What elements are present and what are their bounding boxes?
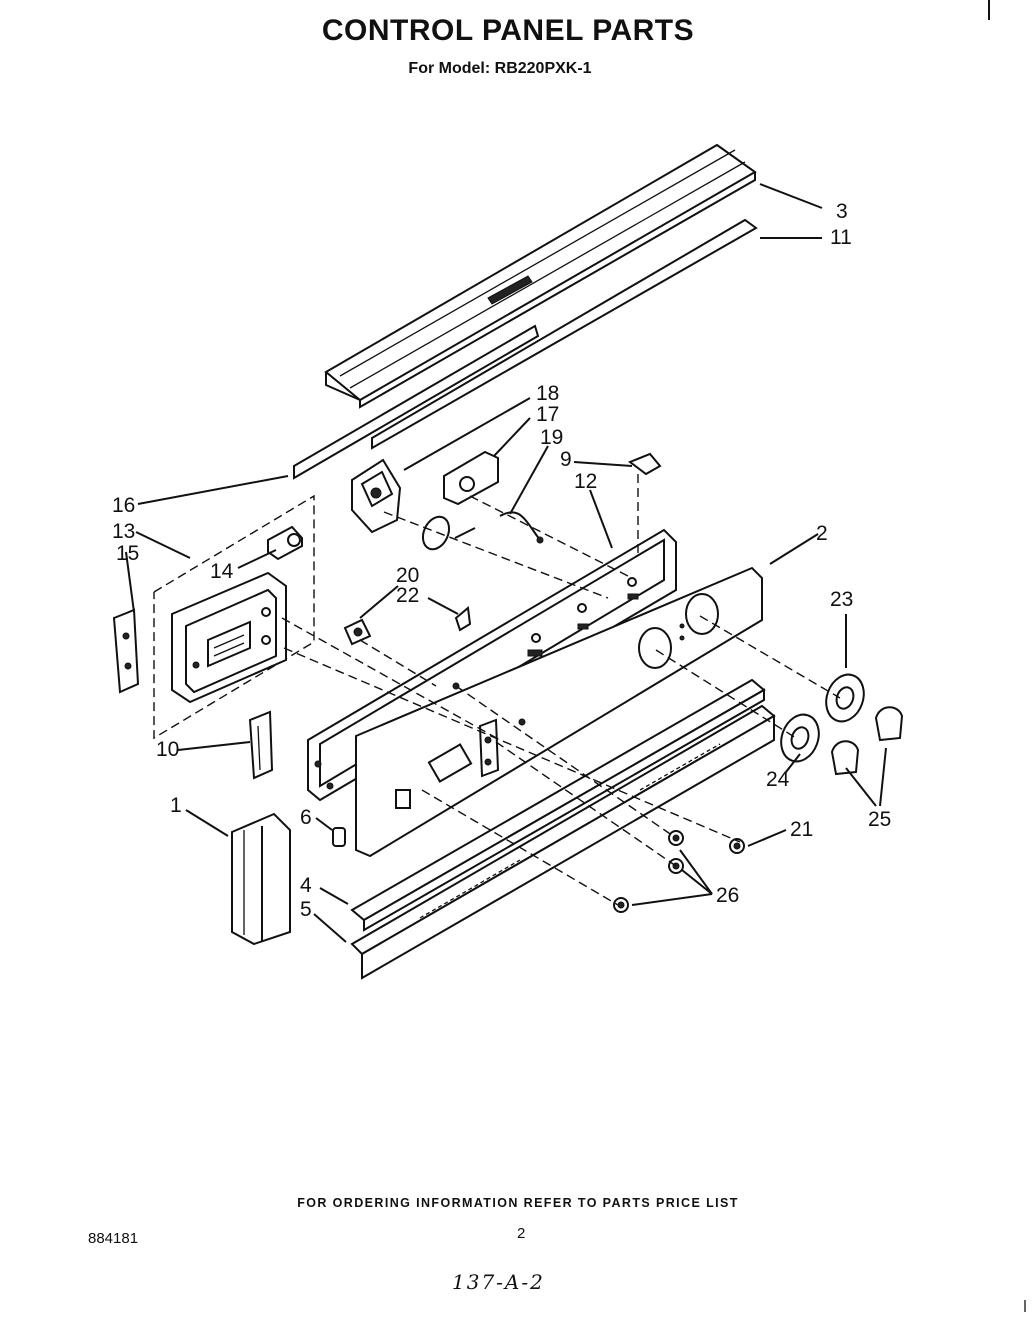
part-label-3: 3: [836, 200, 848, 223]
part-label-21: 21: [790, 818, 813, 841]
handwritten-code: 137-A-2: [452, 1270, 545, 1294]
part-label-6: 6: [300, 806, 312, 829]
part-1-end-cap: [231, 812, 291, 946]
part-label-26: 26: [716, 884, 739, 907]
part-label-10: 10: [156, 738, 179, 761]
part-label-1: 1: [170, 794, 182, 817]
part-16-strip: [293, 324, 540, 480]
part-20-lamp-socket: [343, 618, 372, 646]
part-label-17: 17: [536, 403, 559, 426]
part-2-front-console: [355, 566, 763, 858]
part-label-11: 11: [830, 226, 852, 249]
part-13-clock: [171, 571, 287, 704]
part-17-switch: [443, 450, 499, 506]
part-10-bracket: [248, 710, 274, 780]
model-subtitle: For Model: RB220PXK-1: [408, 60, 592, 77]
part-5-bottom-trim: [350, 704, 776, 980]
part-22-hook: [454, 606, 472, 632]
part-label-22: 22: [396, 584, 419, 607]
part-label-19: 19: [540, 426, 563, 449]
part-15-plate: [112, 608, 140, 694]
part-label-15: 15: [116, 542, 139, 565]
part-label-25: 25: [868, 808, 891, 831]
part-25-knobs: [830, 706, 904, 776]
part-label-4: 4: [300, 874, 312, 897]
part-label-24: 24: [766, 768, 790, 791]
part-21-nut: [729, 838, 745, 854]
part-label-9: 9: [560, 448, 572, 471]
part-11-strip: [371, 218, 758, 450]
part-label-12: 12: [574, 470, 597, 493]
document-number: 884181: [88, 1230, 139, 1247]
part-label-18: 18: [536, 382, 559, 405]
part-4-trim: [350, 678, 766, 932]
part-label-20: 20: [396, 564, 419, 587]
part-3-top-trim: [324, 143, 757, 409]
part-labels: 3 11 18 17 19 9 12 2 23 16 13 15 14 20 2…: [112, 200, 891, 921]
part-24-skirt: [780, 713, 820, 763]
part-label-5: 5: [300, 898, 312, 921]
page-number: 2: [517, 1225, 526, 1242]
part-18-switch: [351, 458, 402, 534]
part-label-14: 14: [210, 560, 234, 583]
part-14-bracket: [267, 525, 303, 561]
page-title: CONTROL PANEL PARTS: [321, 14, 695, 47]
ordering-note: FOR ORDERING INFORMATION REFER TO PARTS …: [297, 1196, 739, 1210]
part-label-16: 16: [112, 494, 135, 517]
part-23-skirt: [825, 673, 865, 723]
part-label-13: 13: [112, 520, 135, 543]
part-label-2: 2: [816, 522, 828, 545]
part-label-23: 23: [830, 588, 853, 611]
